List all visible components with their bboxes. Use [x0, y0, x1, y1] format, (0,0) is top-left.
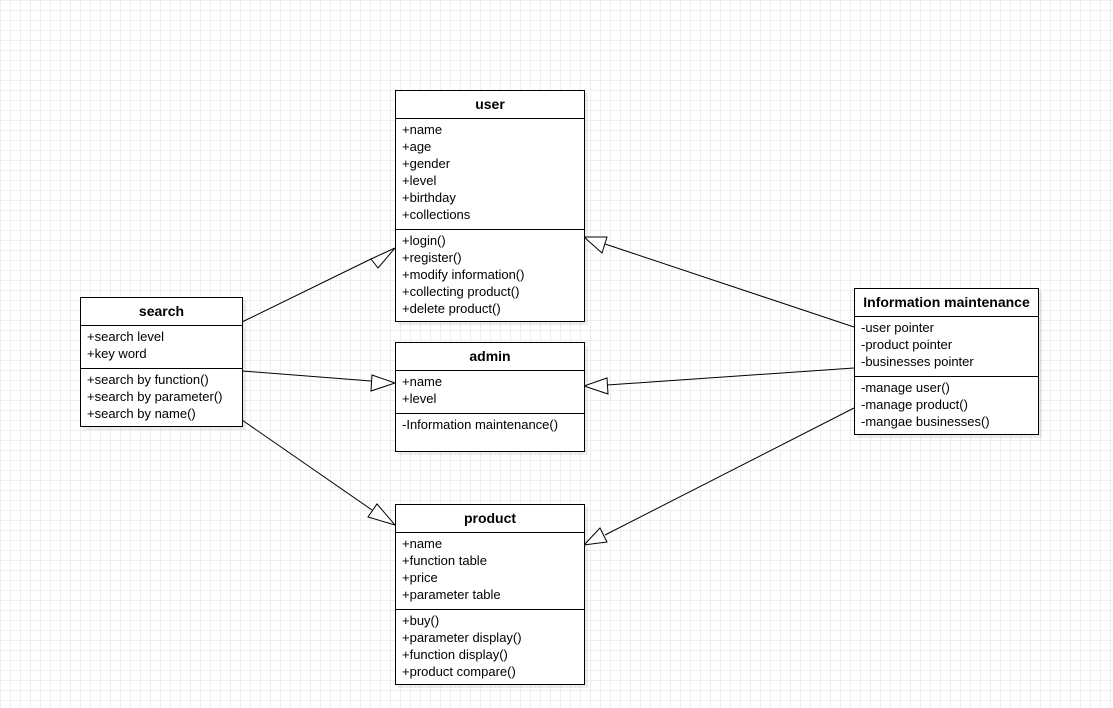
class-search-attributes: +search level +key word [81, 326, 242, 369]
class-search-title: search [81, 298, 242, 326]
attribute: +search level [87, 329, 164, 344]
class-admin-attributes: +name +level [396, 371, 584, 414]
attribute: +name [402, 536, 443, 551]
method: +product compare() [402, 664, 516, 679]
method: +buy() [402, 613, 440, 628]
generalization-search-admin[interactable] [241, 370, 397, 392]
attribute: +name [402, 374, 443, 389]
class-information-maintenance-title: Information maintenance [855, 289, 1038, 317]
generalization-info-admin[interactable] [582, 367, 855, 395]
attribute: -user pointer [861, 320, 934, 335]
attribute: +birthday [402, 190, 456, 205]
method: +function display() [402, 647, 508, 662]
class-search[interactable]: search +search level +key word +search b… [80, 297, 243, 427]
method: +search by parameter() [87, 389, 223, 404]
class-information-maintenance[interactable]: Information maintenance -user pointer -p… [854, 288, 1039, 435]
attribute: +price [402, 570, 438, 585]
attribute: +level [402, 391, 437, 406]
class-information-maintenance-methods: -manage user() -manage product() -mangae… [855, 377, 1038, 432]
generalization-search-product[interactable] [241, 419, 397, 526]
class-product-methods: +buy() +parameter display() +function di… [396, 610, 584, 682]
attribute: +level [402, 173, 437, 188]
method: -mangae businesses() [861, 414, 990, 429]
attribute: +collections [402, 207, 471, 222]
method: +delete product() [402, 301, 501, 316]
generalization-info-product[interactable] [582, 407, 855, 546]
class-information-maintenance-attributes: -user pointer -product pointer -business… [855, 317, 1038, 377]
method: +modify information() [402, 267, 525, 282]
attribute: +parameter table [402, 587, 501, 602]
attribute: +age [402, 139, 432, 154]
method: +collecting product() [402, 284, 520, 299]
class-product-title: product [396, 505, 584, 533]
method: +register() [402, 250, 462, 265]
method: +parameter display() [402, 630, 522, 645]
class-product[interactable]: product +name +function table +price +pa… [395, 504, 585, 685]
class-user-attributes: +name +age +gender +level +birthday +col… [396, 119, 584, 230]
class-user-title: user [396, 91, 584, 119]
method: -manage user() [861, 380, 950, 395]
class-admin[interactable]: admin +name +level -Information maintena… [395, 342, 585, 452]
method: -manage product() [861, 397, 968, 412]
method: +login() [402, 233, 446, 248]
attribute: -product pointer [861, 337, 953, 352]
attribute: +name [402, 122, 443, 137]
class-user[interactable]: user +name +age +gender +level +birthday… [395, 90, 585, 322]
class-search-methods: +search by function() +search by paramet… [81, 369, 242, 424]
attribute: +function table [402, 553, 487, 568]
attribute: +gender [402, 156, 451, 171]
generalization-info-user[interactable] [582, 236, 855, 328]
method: +search by function() [87, 372, 209, 387]
attribute: -businesses pointer [861, 354, 974, 369]
class-user-methods: +login() +register() +modify information… [396, 230, 584, 319]
class-admin-title: admin [396, 343, 584, 371]
class-product-attributes: +name +function table +price +parameter … [396, 533, 584, 610]
method: -Information maintenance() [402, 417, 559, 432]
class-admin-methods: -Information maintenance() [396, 414, 584, 435]
method: +search by name() [87, 406, 196, 421]
attribute: +key word [87, 346, 147, 361]
generalization-search-user[interactable] [241, 247, 396, 323]
